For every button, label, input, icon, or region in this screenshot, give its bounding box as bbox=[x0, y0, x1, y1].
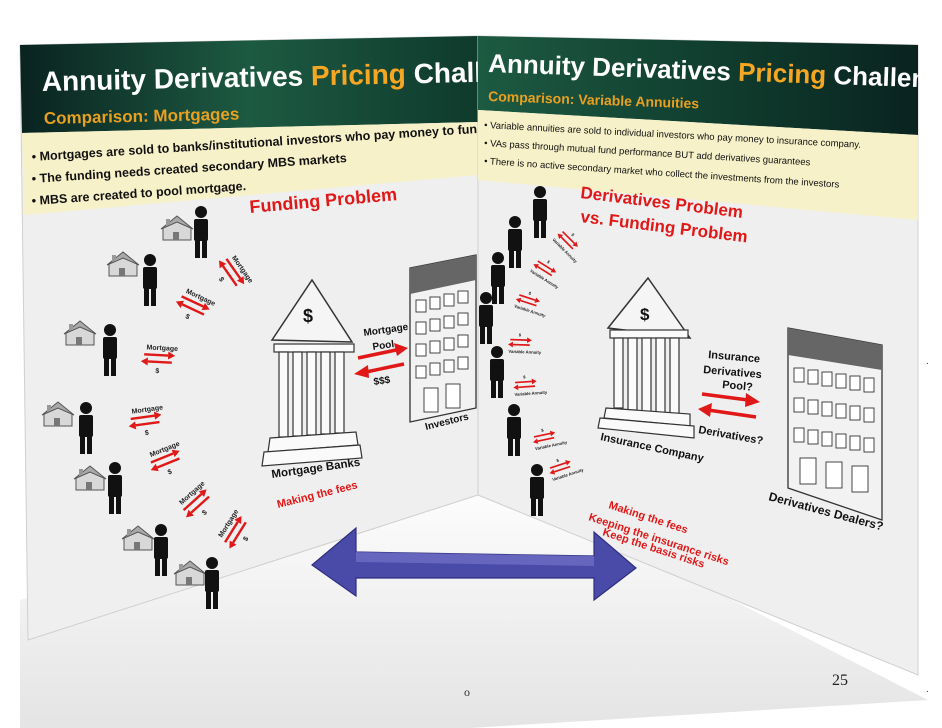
swap-arrow: Mortgage $ bbox=[125, 404, 165, 437]
svg-text:Variable Annuity: Variable Annuity bbox=[514, 390, 548, 397]
svg-text:$: $ bbox=[523, 374, 526, 379]
svg-text:Variable Annuity: Variable Annuity bbox=[508, 349, 541, 355]
svg-text:$: $ bbox=[167, 469, 173, 477]
swap-arrow: $ Variable Annuity bbox=[530, 427, 569, 451]
swap-arrow: $ Variable Annuity bbox=[511, 374, 548, 397]
svg-text:Insurance: Insurance bbox=[708, 349, 761, 365]
svg-text:$: $ bbox=[541, 427, 545, 433]
svg-text:$: $ bbox=[640, 305, 650, 324]
svg-text:$: $ bbox=[570, 232, 576, 238]
svg-text:$: $ bbox=[155, 368, 159, 375]
swap-arrow: $ Variable Annuity bbox=[507, 332, 542, 355]
svg-text:$: $ bbox=[201, 509, 209, 517]
circle-mark: o bbox=[464, 685, 470, 699]
svg-text:$: $ bbox=[184, 313, 191, 321]
svg-text:$: $ bbox=[217, 276, 225, 283]
svg-text:$: $ bbox=[528, 290, 532, 296]
right-subtitle: Comparison: Variable Annuities bbox=[488, 88, 700, 111]
svg-text:$: $ bbox=[519, 332, 522, 337]
svg-text:Derivatives: Derivatives bbox=[703, 364, 763, 381]
left-subtitle: Comparison: Mortgages bbox=[44, 105, 240, 128]
insurance-company-icon: $ bbox=[597, 276, 695, 439]
svg-text:Mortgage: Mortgage bbox=[131, 404, 163, 415]
margin-dot: . bbox=[926, 356, 929, 367]
floor-plane bbox=[20, 470, 928, 728]
right-bullet-box bbox=[478, 110, 918, 220]
svg-text:$: $ bbox=[242, 536, 250, 543]
svg-text:$: $ bbox=[303, 306, 313, 326]
mortgage-bank-icon: $ bbox=[261, 278, 363, 467]
investors-building-icon bbox=[409, 254, 477, 423]
svg-text:Pool?: Pool? bbox=[722, 379, 754, 394]
svg-text:Pool: Pool bbox=[372, 339, 395, 353]
right-page: Annuity Derivatives Pricing Challenges C… bbox=[477, 35, 942, 676]
svg-text:$: $ bbox=[556, 457, 560, 463]
left-header-band bbox=[20, 36, 478, 133]
margin-dot: . bbox=[926, 684, 929, 695]
comparison-double-arrow bbox=[311, 526, 637, 602]
swap-arrow: Mortgage $ bbox=[139, 344, 178, 375]
svg-text:Variable Annuity: Variable Annuity bbox=[535, 439, 569, 451]
svg-text:$$$: $$$ bbox=[373, 375, 391, 388]
left-bullet-box bbox=[22, 122, 478, 215]
right-header-band bbox=[478, 36, 918, 135]
page-number: 25 bbox=[832, 672, 848, 689]
svg-text:$: $ bbox=[546, 259, 551, 265]
derivatives-dealers-building-icon bbox=[787, 327, 883, 521]
svg-text:$: $ bbox=[144, 430, 149, 437]
svg-text:Mortgage: Mortgage bbox=[146, 344, 178, 353]
